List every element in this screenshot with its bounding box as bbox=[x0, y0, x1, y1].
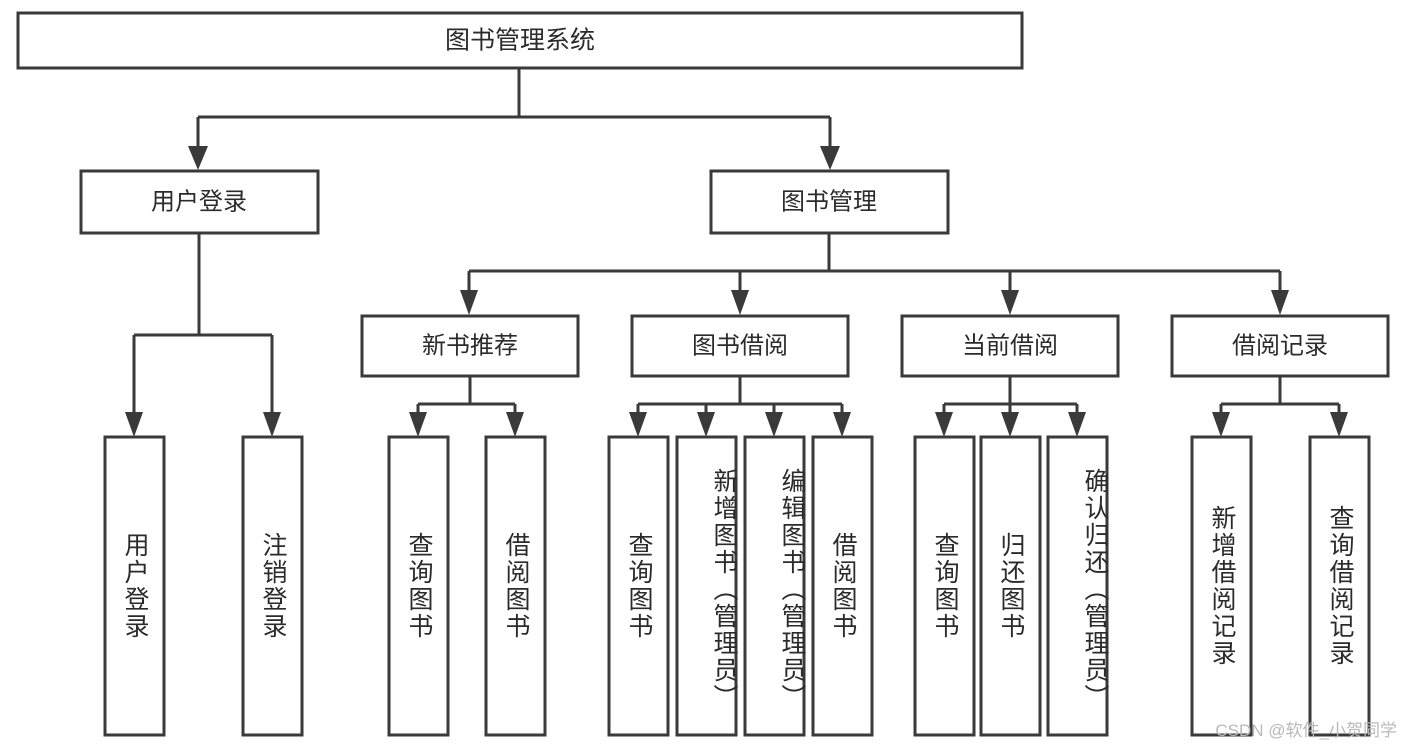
connector-current-borrow-to-leaves bbox=[935, 376, 1086, 437]
leaf-box-new-book-1[interactable] bbox=[484, 435, 547, 737]
leaf-box-current-borrow-0[interactable] bbox=[913, 435, 976, 737]
leaf-box-book-borrow-2[interactable] bbox=[743, 435, 806, 737]
connector-root-to-level2 bbox=[188, 68, 840, 170]
leaf-box-current-borrow-2[interactable] bbox=[1046, 435, 1109, 737]
node-root-system[interactable]: 图书管理系统 bbox=[16, 11, 1024, 70]
node-user-login[interactable]: 用户登录 bbox=[79, 169, 320, 235]
leaf-boxes-current-borrow bbox=[913, 435, 1109, 737]
leaf-box-book-borrow-1[interactable] bbox=[675, 435, 738, 737]
leaf-boxes-book-borrow bbox=[607, 435, 874, 737]
leaf-box-new-book-0[interactable] bbox=[387, 435, 450, 737]
connector-user-login-to-leaves bbox=[125, 233, 281, 437]
leaf-box-book-borrow-0[interactable] bbox=[607, 435, 670, 737]
leaf-boxes-new-book-recommend bbox=[387, 435, 547, 737]
node-root-system-label: 图书管理系统 bbox=[445, 27, 595, 55]
leaf-boxes-borrow-record bbox=[1190, 435, 1371, 737]
node-borrow-record[interactable]: 借阅记录 bbox=[1170, 314, 1390, 378]
node-current-borrow-label: 当前借阅 bbox=[962, 332, 1058, 359]
leaf-box-book-borrow-3[interactable] bbox=[811, 435, 874, 737]
leaf-box-current-borrow-1[interactable] bbox=[979, 435, 1042, 737]
leaf-box-user-login-1[interactable] bbox=[241, 435, 304, 737]
node-book-management-label: 图书管理 bbox=[781, 188, 877, 215]
node-borrow-record-label: 借阅记录 bbox=[1232, 332, 1328, 359]
node-user-login-label: 用户登录 bbox=[151, 188, 247, 215]
connector-book-borrow-to-leaves bbox=[629, 376, 851, 437]
leaf-box-borrow-record-0[interactable] bbox=[1190, 435, 1253, 737]
node-current-borrow[interactable]: 当前借阅 bbox=[900, 314, 1120, 378]
leaf-box-user-login-0[interactable] bbox=[103, 435, 166, 737]
node-book-borrow-label: 图书借阅 bbox=[692, 332, 788, 359]
leaf-boxes-user-login bbox=[103, 435, 304, 737]
leaf-box-borrow-record-1[interactable] bbox=[1308, 435, 1371, 737]
connector-new-book-to-leaves bbox=[409, 376, 524, 437]
node-new-book-recommend[interactable]: 新书推荐 bbox=[360, 314, 580, 378]
node-book-borrow[interactable]: 图书借阅 bbox=[630, 314, 850, 378]
node-new-book-recommend-label: 新书推荐 bbox=[422, 332, 518, 359]
node-book-management[interactable]: 图书管理 bbox=[709, 169, 950, 235]
connector-level2-to-level3 bbox=[460, 233, 1289, 315]
csdn-watermark: CSDN @软件_小贺同学 bbox=[1215, 721, 1397, 740]
connector-borrow-record-to-leaves bbox=[1212, 376, 1348, 437]
